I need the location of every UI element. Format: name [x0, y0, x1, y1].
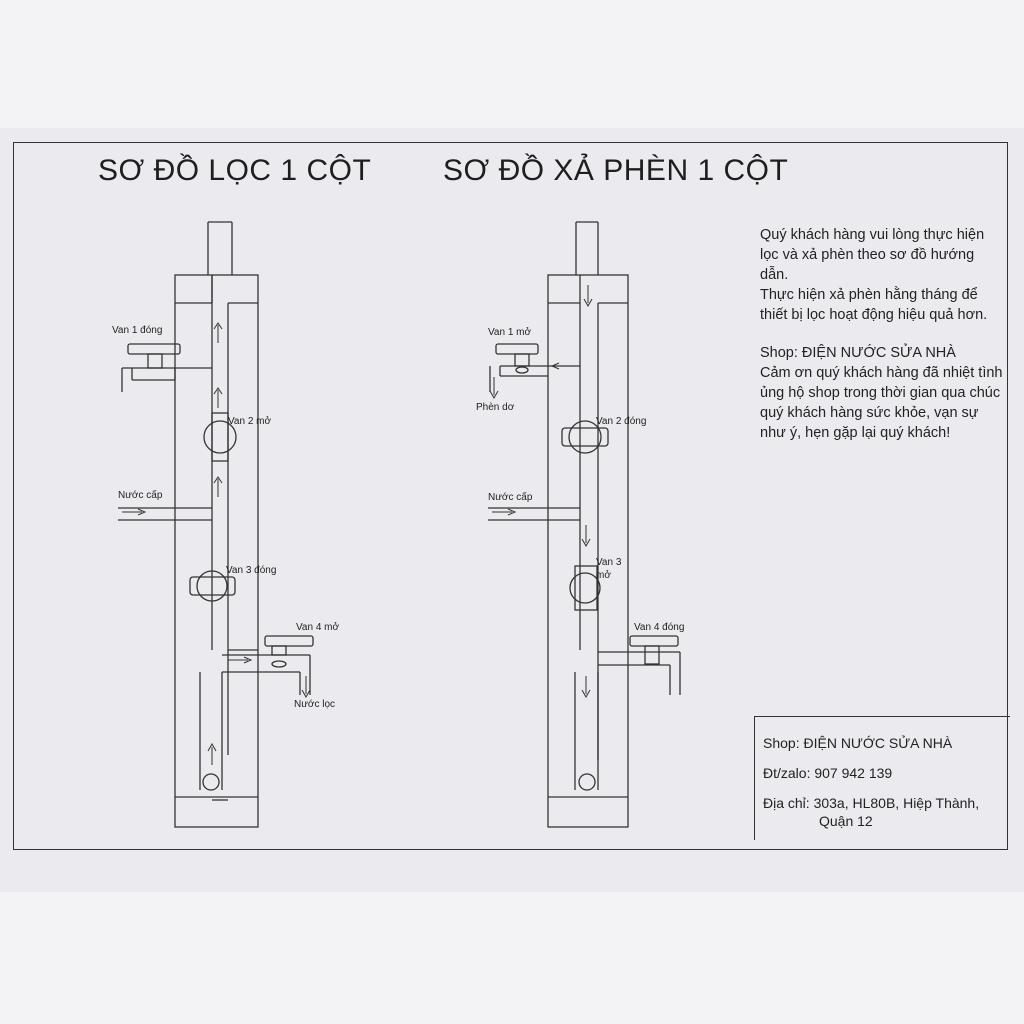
- contact-box: Shop: ĐIỆN NƯỚC SỬA NHÀ Đt/zalo: 907 942…: [754, 716, 1010, 840]
- backwash-inlet-label: Nước cấp: [488, 491, 533, 503]
- filter-valve4-label: Van 4 mở: [296, 621, 339, 633]
- top-pipe-2: [575, 221, 599, 275]
- backwash-outlet-label: Phèn dơ: [476, 402, 515, 413]
- filter-valve2-label: Van 2 mở: [228, 415, 271, 427]
- note-text-1: Quý khách hàng vui lòng thực hiện lọc và…: [760, 227, 985, 283]
- valve4-handle: [264, 635, 314, 647]
- tank-body: [174, 274, 259, 828]
- filter-diagram: [118, 221, 314, 828]
- contact-address-district: Quận 12: [819, 813, 873, 829]
- filter-outlet-label: Nước lọc: [294, 699, 335, 710]
- inner-tube-walls: [211, 275, 229, 755]
- contact-shop: Shop: ĐIỆN NƯỚC SỬA NHÀ: [763, 735, 953, 751]
- contact-phone: Đt/zalo: 907 942 139: [763, 765, 893, 781]
- filter-inlet-label: Nước cấp: [118, 489, 163, 501]
- valve4-branch-2: [598, 651, 681, 695]
- filter-diagram-title: SƠ ĐỒ LỌC 1 CỘT: [98, 154, 372, 187]
- valve1-handle-2: [495, 343, 539, 355]
- filter-flow-arrows: [122, 322, 311, 765]
- top-pipe: [207, 221, 233, 275]
- tank-body-2: [547, 274, 629, 828]
- inlet-pipe-2: [488, 507, 580, 521]
- backwash-diagram: [488, 221, 681, 828]
- backwash-valve3-state: mở: [596, 569, 611, 581]
- valve1-branch-2: [489, 365, 580, 392]
- valve4-handle-2: [629, 635, 679, 647]
- filter-valve1-label: Van 1 đóng: [112, 325, 162, 336]
- inner-tube-walls-2: [579, 275, 599, 760]
- backwash-valve4-label: Van 4 đóng: [634, 622, 684, 633]
- valve2-icon: [203, 420, 237, 454]
- valve3-icon-2: [569, 572, 601, 604]
- note-thanks: Cảm ơn quý khách hàng đã nhiệt tình ủng …: [760, 365, 1003, 441]
- backwash-valve1-label: Van 1 mở: [488, 326, 531, 338]
- backwash-diagram-title: SƠ ĐỒ XẢ PHÈN 1 CỘT: [443, 154, 789, 187]
- paper-sheet: [0, 128, 1024, 892]
- valve2-icon-2: [568, 420, 602, 454]
- filter-valve3-label: Van 3 đóng: [226, 565, 276, 576]
- center-tube: [199, 672, 223, 790]
- page-border: [13, 142, 1008, 850]
- valve1-handle: [127, 343, 181, 355]
- backwash-valve3-label: Van 3: [596, 557, 622, 568]
- instruction-note: Quý khách hàng vui lòng thực hiện lọc và…: [760, 225, 1005, 461]
- note-shop-name: Shop: ĐIỆN NƯỚC SỬA NHÀ: [760, 345, 956, 361]
- valve3-icon: [196, 570, 228, 602]
- inlet-pipe: [118, 507, 212, 521]
- center-tube-2: [574, 672, 599, 790]
- valve1-branch: [121, 367, 212, 392]
- contact-address: Địa chỉ: 303a, HL80B, Hiệp Thành,: [763, 795, 980, 811]
- backwash-valve2-label: Van 2 đóng: [596, 416, 646, 427]
- backwash-flow-arrows: [489, 285, 593, 699]
- valve4-branch: [222, 654, 311, 695]
- note-text-2: Thực hiện xả phèn hằng tháng để thiết bị…: [760, 287, 988, 323]
